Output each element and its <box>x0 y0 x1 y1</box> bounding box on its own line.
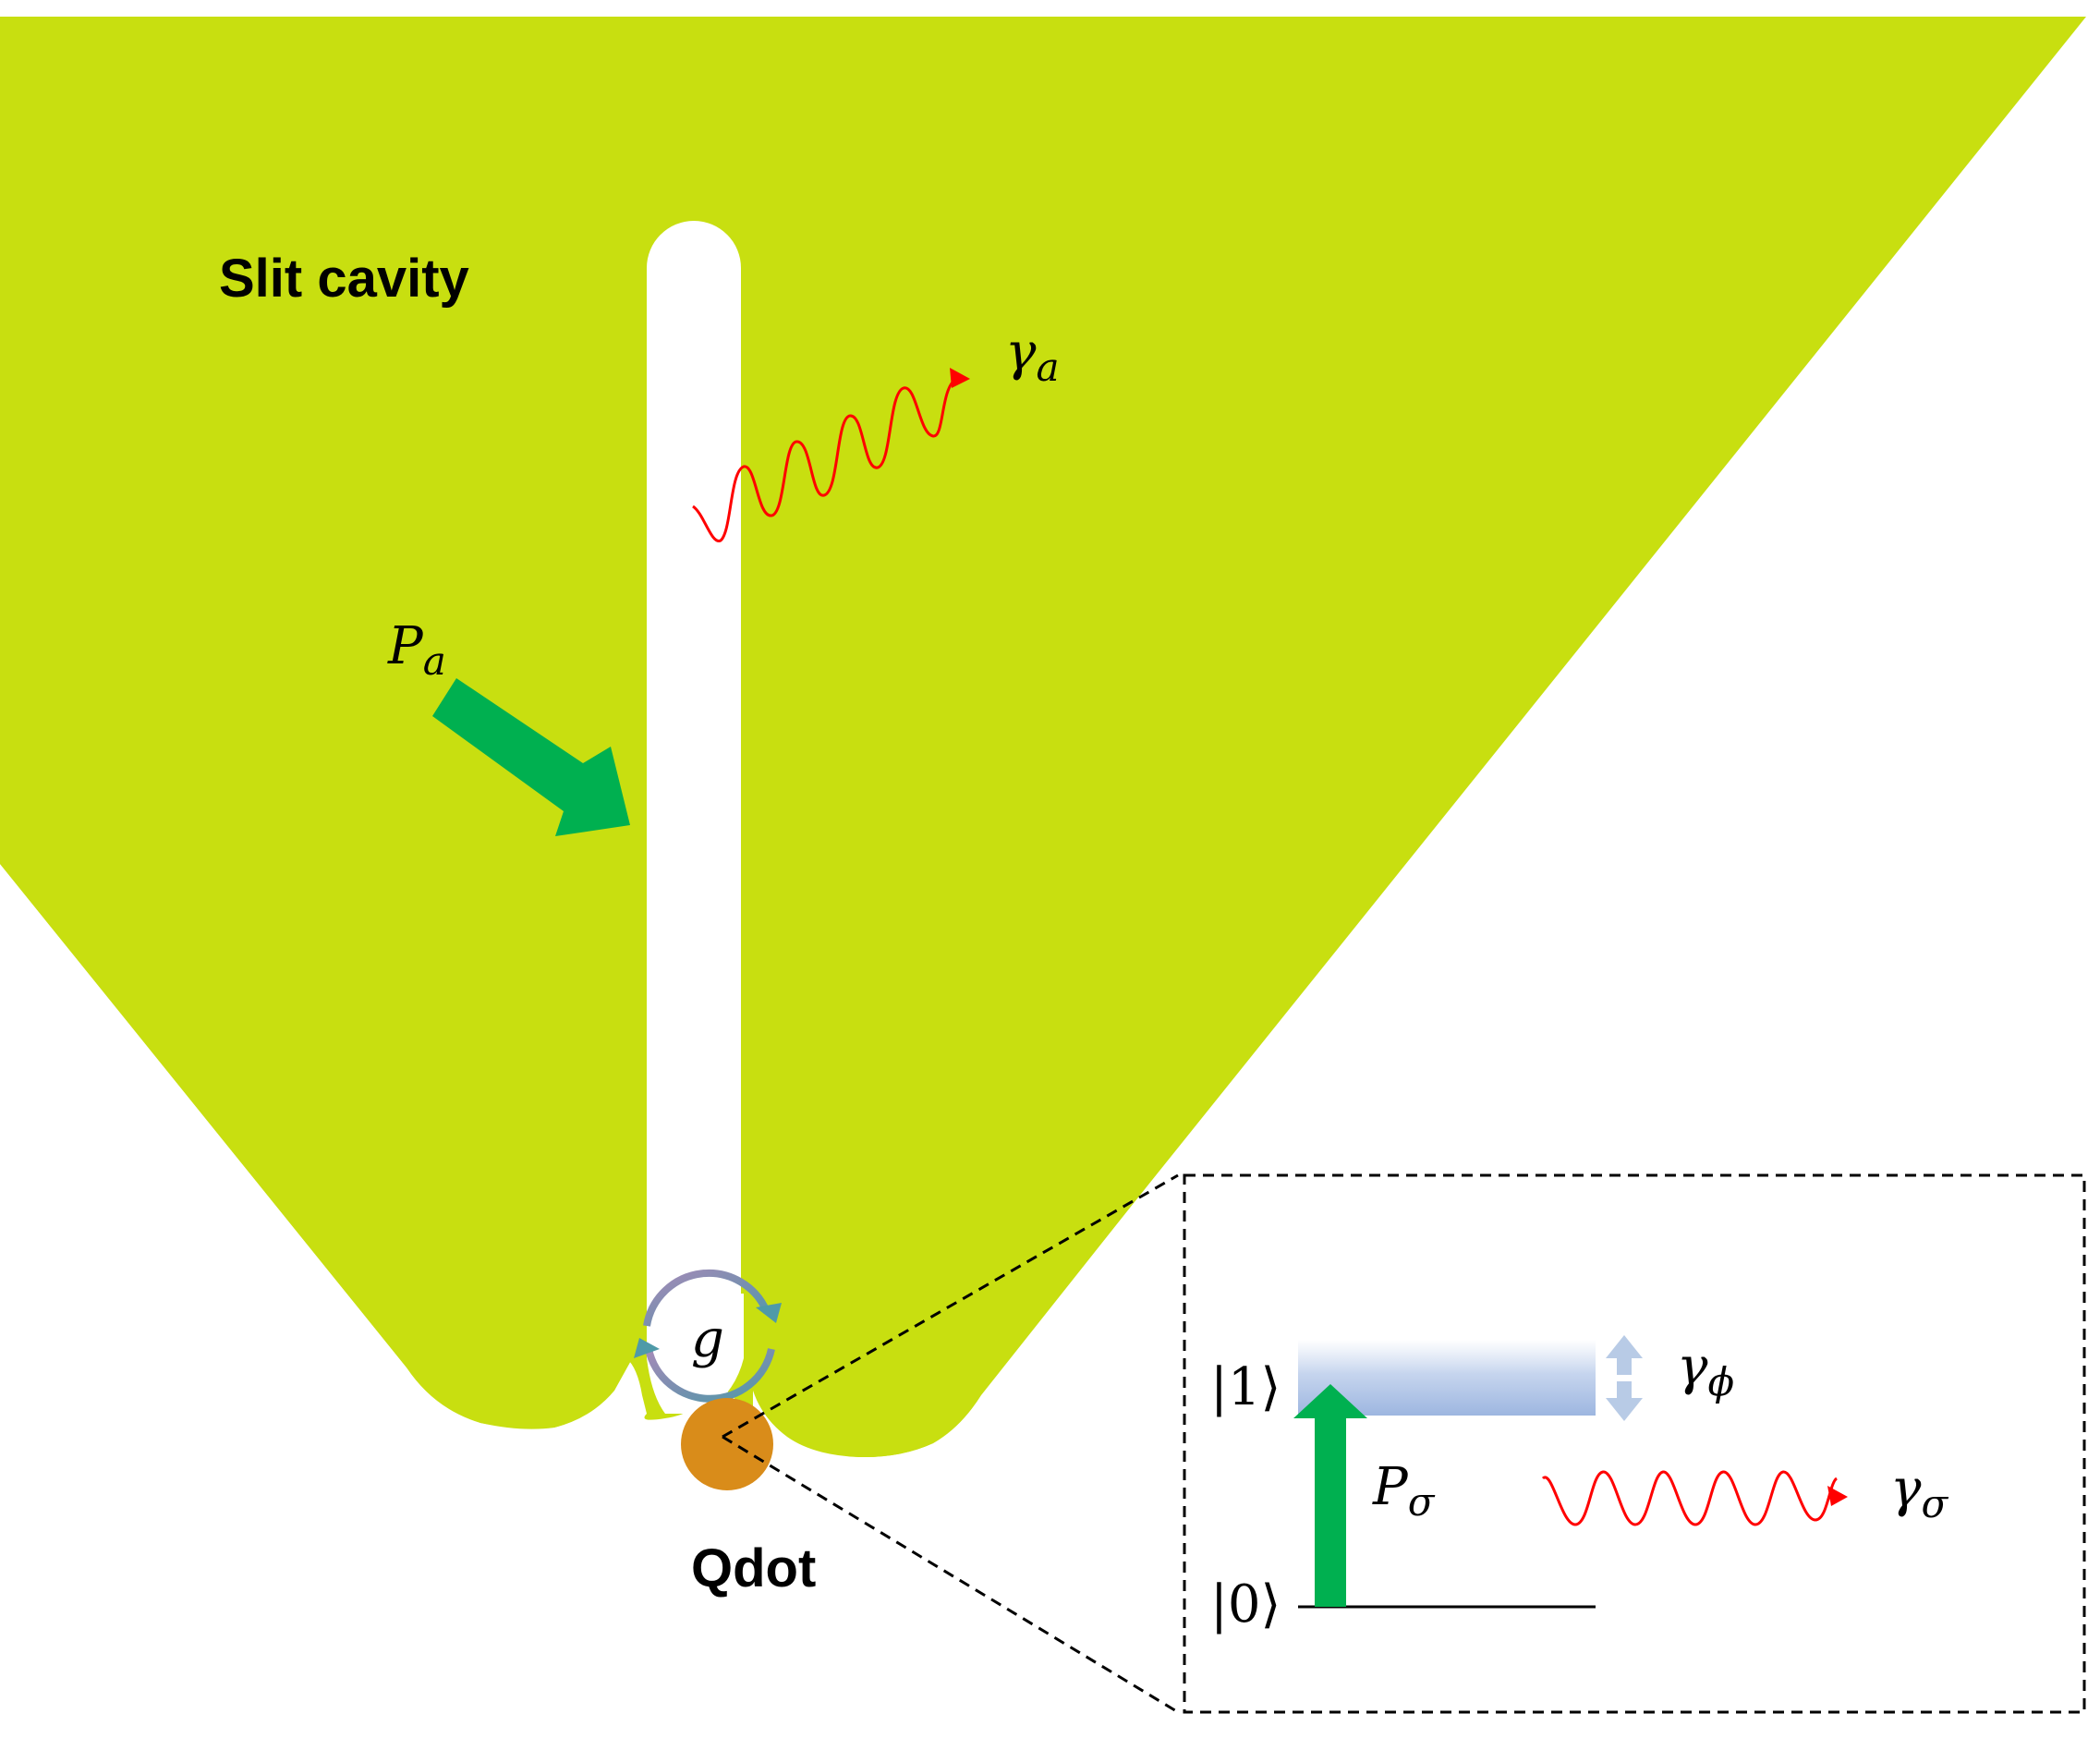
dephasing-arrow-up-icon <box>1606 1335 1643 1375</box>
cavity-emission-arrowhead <box>950 368 970 388</box>
coupling-arrowhead-top <box>756 1303 782 1323</box>
slit <box>647 221 741 1386</box>
coupling-arc-top <box>643 1269 771 1327</box>
zoom-line-top <box>722 1173 1179 1439</box>
zoom-line-bottom <box>722 1435 1179 1714</box>
cavity-lobe-right <box>744 832 1201 1458</box>
coupling-arrowhead-bottom <box>634 1338 660 1358</box>
pump-sigma-label: Pσ <box>1372 1457 1436 1525</box>
pump-a-arrow-icon <box>432 678 630 836</box>
qdot-emission-arrowhead <box>1827 1486 1848 1506</box>
cavity-emission-wave <box>692 377 957 542</box>
dephasing-arrow-down-icon <box>1606 1381 1643 1421</box>
qdot-icon <box>681 1398 773 1490</box>
qdot-label: Qdot <box>691 1538 816 1598</box>
qdot-emission-wave <box>1541 1470 1839 1526</box>
slit-cavity-label: Slit cavity <box>219 249 469 309</box>
ket-one-label: |1⟩ <box>1210 1357 1281 1417</box>
coupling-g-label: g <box>691 1309 724 1369</box>
gamma-a-label: γa <box>1005 322 1060 390</box>
gamma-phi-label: γϕ <box>1677 1337 1734 1404</box>
cavity-lobe-left <box>0 832 647 1429</box>
pump-sigma-arrow-icon <box>1293 1384 1367 1607</box>
gamma-sigma-label: γσ <box>1890 1459 1948 1526</box>
pump-a-label: Pa <box>387 616 446 684</box>
ket-zero-label: |0⟩ <box>1210 1574 1281 1635</box>
coupling-arc-bottom <box>645 1348 775 1403</box>
